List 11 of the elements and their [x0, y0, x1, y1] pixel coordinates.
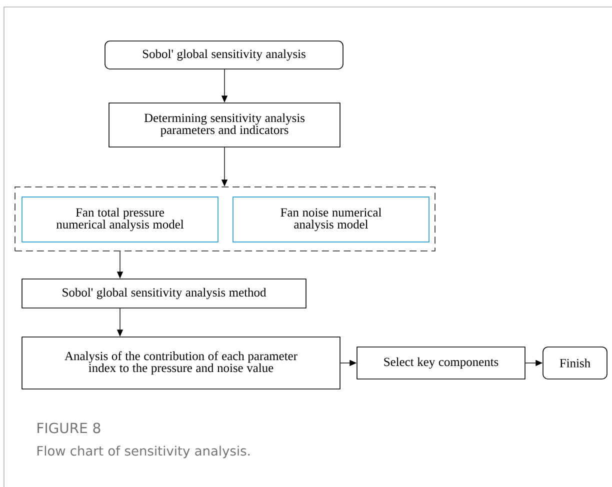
process-box: Select key components: [356, 346, 526, 380]
model-box: Fan noise numerical analysis model: [232, 196, 430, 242]
process-box: Sobol' global sensitivity analysis: [104, 40, 344, 70]
figure-caption: Flow chart of sensitivity analysis.: [37, 446, 250, 458]
figure-title: FIGURE 8: [38, 422, 100, 434]
dashed-group-box: [14, 186, 436, 252]
process-box: Analysis of the contribution of each parameter index to the pressure and noise value: [22, 336, 340, 390]
process-box: Determining sensitivity analysis parameters and indicators: [108, 102, 340, 148]
process-box: Finish: [542, 346, 608, 380]
model-box: Fan total pressure numerical analysis model: [22, 196, 218, 242]
process-box: Sobol' global sensitivity analysis method: [22, 278, 306, 308]
